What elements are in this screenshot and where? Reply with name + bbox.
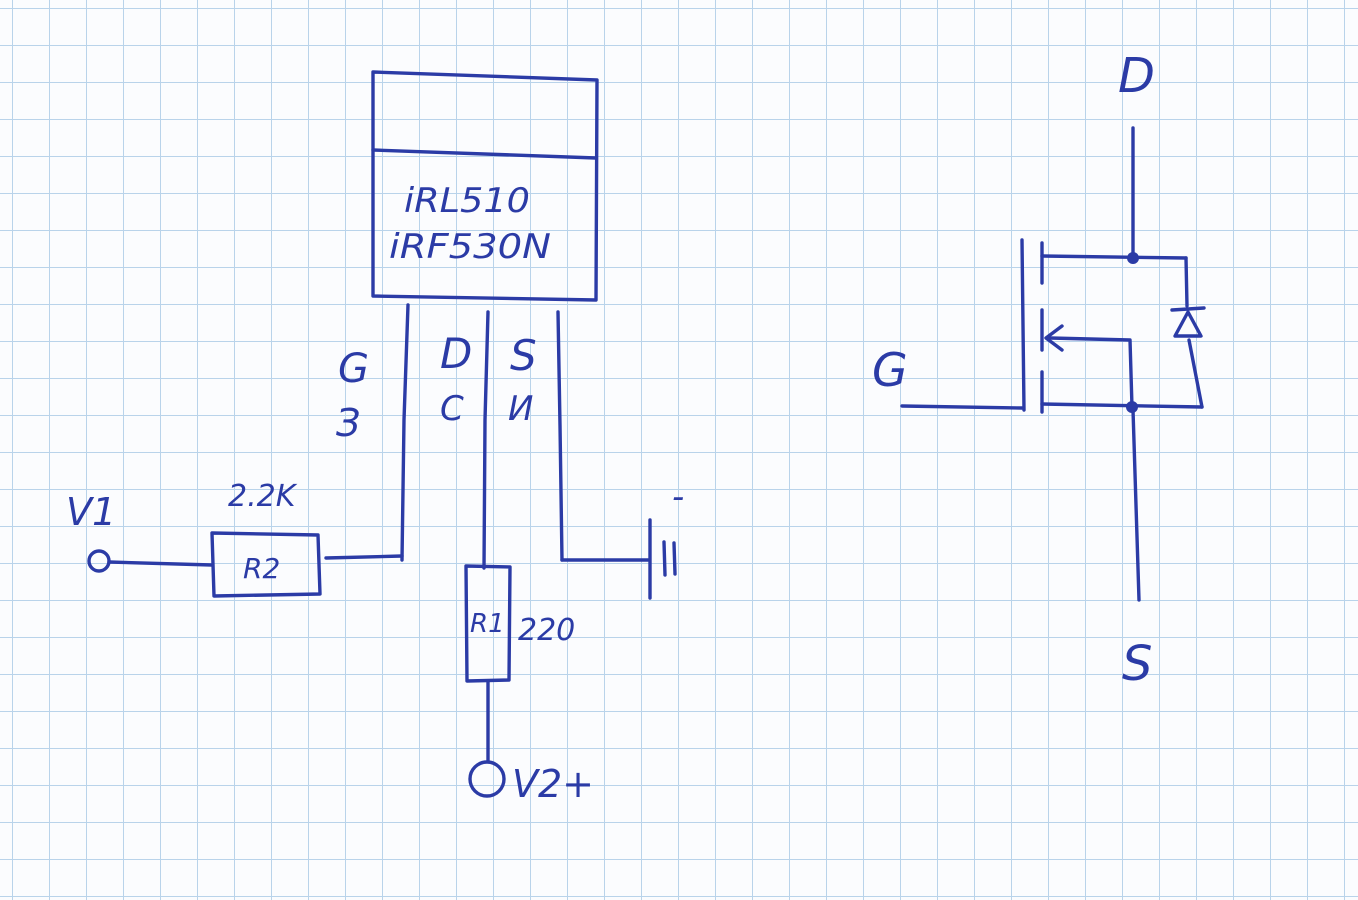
gate-input-circuit: V1 R2 2.2K xyxy=(66,479,404,598)
r1-label: R1 xyxy=(470,609,505,639)
pin-labels: G З D С S И xyxy=(336,329,537,445)
drain-load-circuit: R1 220 V2+ xyxy=(464,564,594,806)
v1-label: V1 xyxy=(66,490,116,534)
symbol-drain-label: D xyxy=(1118,48,1155,104)
drain-connection xyxy=(1040,254,1188,260)
r2-value: 2.2K xyxy=(228,479,298,514)
r2-body xyxy=(210,531,322,598)
source-ground-circuit: - xyxy=(560,477,684,600)
symbol-gate-label: G xyxy=(872,343,908,397)
body-connection xyxy=(1048,336,1134,409)
source-lead xyxy=(1131,408,1141,602)
battery-plate-short-1 xyxy=(662,540,667,577)
v2-label: V2+ xyxy=(512,762,594,806)
source-node xyxy=(1126,401,1138,413)
r2-label: R2 xyxy=(243,552,280,585)
diode-wire xyxy=(1184,256,1204,409)
pin-label-gate-cyr: З xyxy=(336,401,360,445)
package-tab-line xyxy=(371,148,598,160)
gate-lead xyxy=(900,404,1024,410)
mosfet-symbol: D G S xyxy=(872,48,1206,692)
source-leg xyxy=(556,310,564,562)
body-arrow-icon xyxy=(1044,324,1064,352)
pin-label-drain: D xyxy=(440,329,472,378)
battery-minus-label: - xyxy=(672,477,684,517)
gate-plate xyxy=(1020,238,1026,412)
gate-leg xyxy=(400,303,410,562)
v2-terminal xyxy=(468,760,506,798)
r2-to-gate-wire xyxy=(324,554,404,560)
drain-leg xyxy=(482,310,490,570)
pin-label-gate: G xyxy=(338,346,369,392)
package-outline xyxy=(371,70,599,302)
part-number-2: iRF530N xyxy=(389,227,551,267)
source-connection xyxy=(1040,402,1204,409)
symbol-source-label: S xyxy=(1122,636,1152,692)
pin-label-drain-cyr: С xyxy=(440,389,464,429)
battery-plate-short-2 xyxy=(672,541,677,576)
diode-icon xyxy=(1170,306,1206,338)
mosfet-package: iRL510 iRF530N xyxy=(371,70,599,302)
pin-label-source-cyr: И xyxy=(508,389,533,429)
v1-wire xyxy=(107,560,214,567)
pin-label-source: S xyxy=(510,331,537,380)
r1-value: 220 xyxy=(518,613,575,648)
v1-terminal xyxy=(87,549,111,573)
r1-body xyxy=(464,564,512,683)
part-number-1: iRL510 xyxy=(404,181,530,221)
package-legs xyxy=(400,303,564,570)
